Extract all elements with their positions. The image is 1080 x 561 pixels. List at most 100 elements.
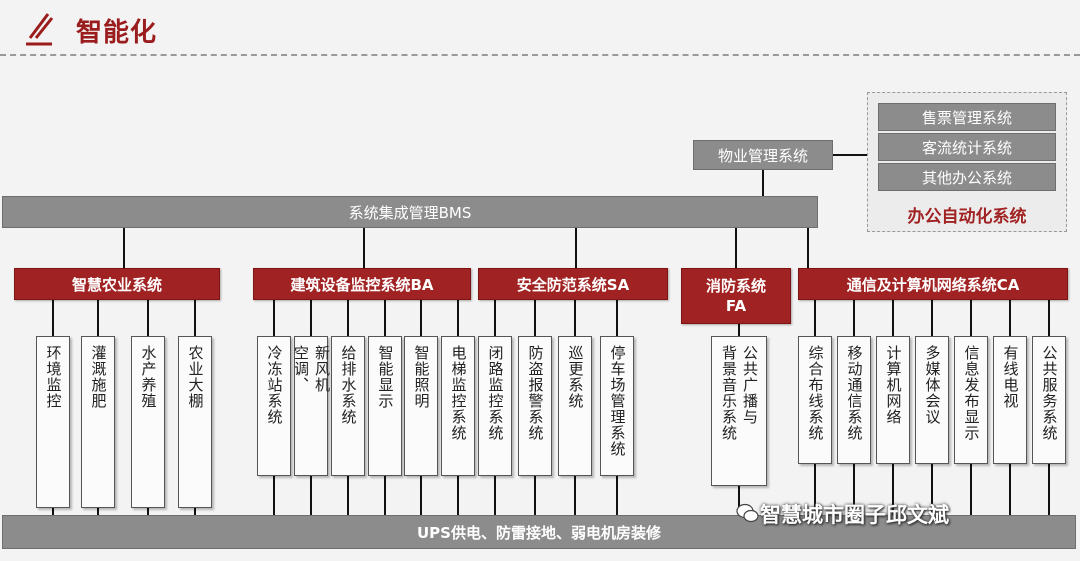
- watermark-text: 智慧城市圈子邱文斌: [760, 503, 949, 527]
- office-automation-label: 办公自动化系统: [907, 207, 1027, 227]
- connector-line: [833, 154, 867, 156]
- subsystem-label: 智能照明: [412, 345, 431, 409]
- connector-line: [575, 228, 577, 268]
- subsystem-box: 智能显示: [368, 336, 402, 476]
- connector-line: [147, 508, 149, 515]
- subsystem-box: 防盗报警系统: [518, 336, 552, 476]
- connector-line: [1009, 300, 1011, 336]
- connector-line: [735, 228, 737, 268]
- connector-line: [420, 476, 422, 515]
- subsystem-box: 电梯监控系统: [441, 336, 475, 476]
- connector-line: [853, 464, 855, 515]
- subsystem-box: 停车场管理系统: [600, 336, 634, 476]
- subsystem-label: 空调、: [292, 345, 310, 393]
- subsystem-label: 电梯监控系统: [449, 345, 468, 441]
- connector-line: [807, 228, 809, 268]
- connector-line: [494, 476, 496, 515]
- connector-line: [420, 300, 422, 336]
- subsystem-box: 闭路监控系统: [478, 336, 512, 476]
- subsystem-box: 环境监控: [36, 336, 70, 508]
- connector-line: [1009, 464, 1011, 515]
- connector-line: [52, 508, 54, 515]
- group-header-fa: 消防系统 FA: [681, 268, 791, 324]
- connector-line: [97, 508, 99, 515]
- subsystem-box: 移动通信系统: [837, 336, 871, 464]
- connector-line: [534, 300, 536, 336]
- subsystem-box: 公共服务系统: [1032, 336, 1066, 464]
- group-header-ca: 通信及计算机网络系统CA: [798, 268, 1068, 300]
- connector-line: [310, 300, 312, 336]
- office-item: 其他办公系统: [878, 163, 1056, 191]
- property-management-box: 物业管理系统: [693, 140, 833, 170]
- group-header-fa-line1: 消防系统: [705, 277, 766, 295]
- connector-line: [738, 324, 740, 336]
- subsystem-label: 冷冻站系统: [265, 345, 284, 425]
- connector-line: [534, 476, 536, 515]
- subsystem-label: 水产养殖: [139, 345, 158, 409]
- subsystem-box: 空调、新风机: [292, 336, 331, 476]
- subsystem-label: 闭路监控系统: [486, 345, 505, 441]
- subsystem-label: 防盗报警系统: [526, 345, 545, 441]
- subsystem-label: 移动通信系统: [845, 345, 864, 441]
- connector-line: [123, 228, 125, 268]
- connector-line: [616, 300, 618, 336]
- page-title: 智能化: [76, 18, 158, 48]
- connector-line: [574, 476, 576, 515]
- connector-line: [363, 228, 365, 268]
- subsystem-label: 公共服务系统: [1040, 345, 1059, 441]
- subsystem-label: 公共广播与: [741, 345, 759, 425]
- connector-line: [970, 464, 972, 515]
- connector-line: [853, 300, 855, 336]
- connector-line: [273, 300, 275, 336]
- subsystem-box: 水产养殖: [131, 336, 165, 508]
- connector-line: [931, 464, 933, 515]
- connector-line: [616, 476, 618, 515]
- connector-line: [147, 300, 149, 336]
- connector-line: [384, 476, 386, 515]
- connector-line: [194, 300, 196, 336]
- connector-line: [1048, 300, 1050, 336]
- group-header-agriculture: 智慧农业系统: [14, 268, 220, 300]
- subsystem-box: 巡更系统: [558, 336, 592, 476]
- connector-line: [892, 300, 894, 336]
- wechat-icon: [736, 503, 759, 523]
- connector-line: [814, 464, 816, 515]
- subsystem-label: 计算机网络: [884, 345, 903, 425]
- subsystem-label: 信息发布显示: [962, 345, 981, 441]
- connector-line: [762, 170, 764, 196]
- subsystem-box: 给排水系统: [331, 336, 365, 476]
- connector-line: [970, 300, 972, 336]
- connector-line: [931, 300, 933, 336]
- connector-line: [310, 476, 312, 515]
- office-item: 售票管理系统: [878, 103, 1056, 131]
- subsystem-box: 冷冻站系统: [257, 336, 291, 476]
- connector-line: [347, 300, 349, 336]
- connector-line: [194, 508, 196, 515]
- group-header-fa-line2: FA: [725, 297, 747, 315]
- subsystem-box: 背景音乐系统公共广播与: [711, 336, 767, 486]
- pencil-icon: [26, 13, 54, 46]
- connector-line: [892, 464, 894, 515]
- connector-line: [574, 300, 576, 336]
- connector-line: [52, 300, 54, 336]
- office-item: 客流统计系统: [878, 133, 1056, 161]
- subsystem-label: 多媒体会议: [923, 345, 942, 425]
- subsystem-box: 多媒体会议: [915, 336, 949, 464]
- subsystem-label: 巡更系统: [566, 345, 585, 409]
- connector-line: [457, 300, 459, 336]
- subsystem-box: 综合布线系统: [798, 336, 832, 464]
- connector-line: [347, 476, 349, 515]
- subsystem-box: 智能照明: [404, 336, 438, 476]
- subsystem-box: 计算机网络: [876, 336, 910, 464]
- header-divider: [0, 54, 1080, 56]
- subsystem-label: 有线电视: [1001, 345, 1020, 409]
- ups-bar: UPS供电、防雷接地、弱电机房装修: [2, 515, 1076, 549]
- group-header-ba: 建筑设备监控系统BA: [253, 268, 471, 300]
- subsystem-label: 智能显示: [376, 345, 395, 409]
- subsystem-box: 信息发布显示: [954, 336, 988, 464]
- subsystem-label: 背景音乐系统: [720, 345, 738, 441]
- subsystem-label: 给排水系统: [339, 345, 358, 425]
- subsystem-label: 停车场管理系统: [608, 345, 627, 457]
- subsystem-box: 灌溉施肥: [81, 336, 115, 508]
- group-header-sa: 安全防范系统SA: [478, 268, 668, 300]
